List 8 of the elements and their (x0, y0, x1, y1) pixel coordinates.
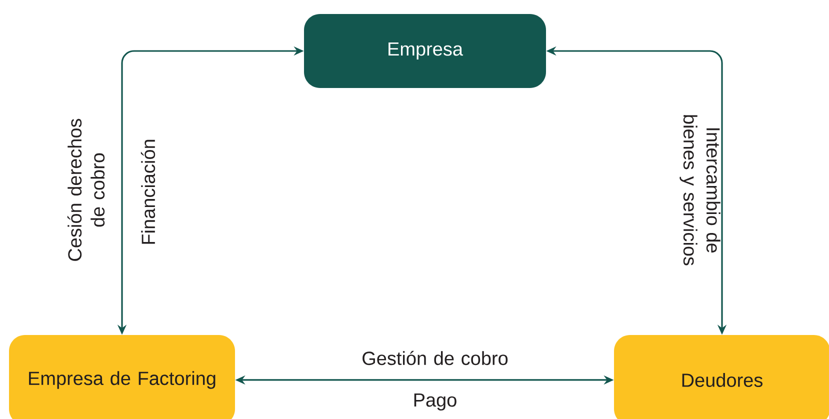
process-box: Empresa de Factoring (9, 334, 235, 419)
edge-label: Intercambio de bienes y servicios (680, 115, 720, 266)
edge-label: Cesión derechos de cobro (67, 118, 105, 261)
edge-label: Gestión de cobro (362, 350, 508, 366)
label: Pago (414, 393, 456, 410)
label: Financiación (140, 140, 156, 244)
process-box: Empresa (304, 14, 546, 88)
process-box: Deudores (614, 334, 829, 419)
